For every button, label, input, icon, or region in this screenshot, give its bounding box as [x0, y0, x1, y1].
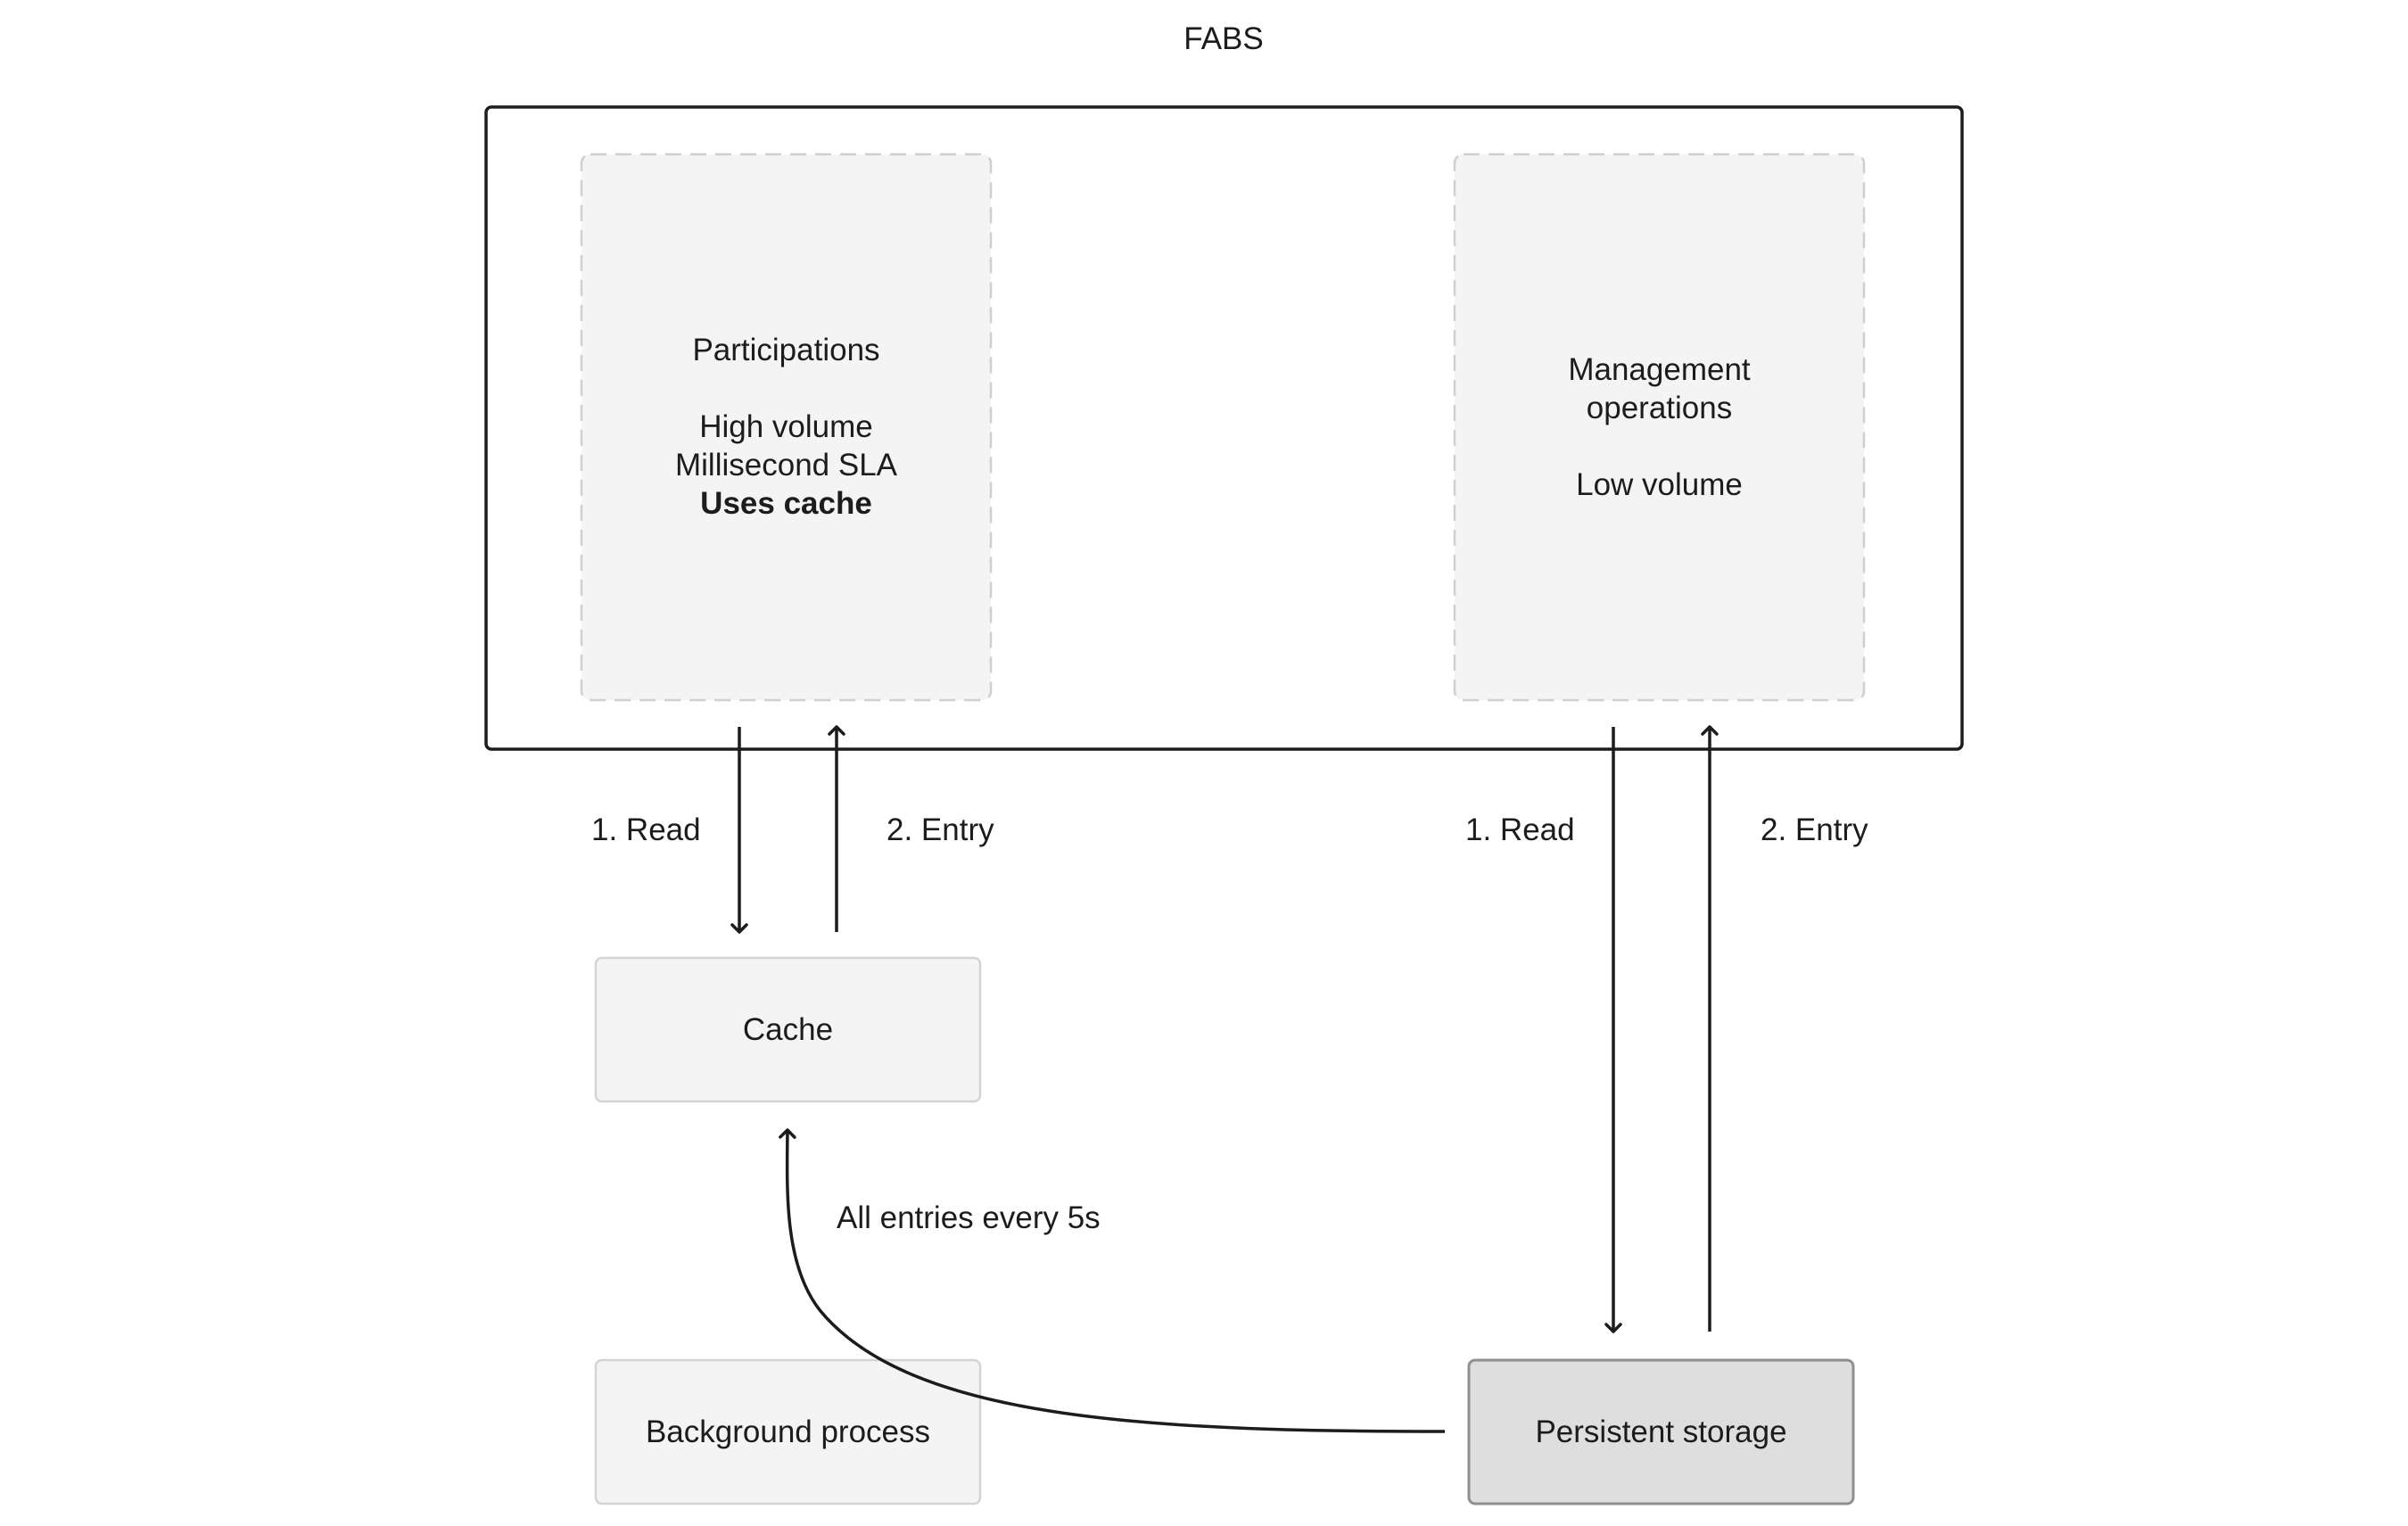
diagram-title: FABS	[1183, 21, 1264, 56]
right-entry-label: 2. Entry	[1761, 812, 1868, 847]
participations-volume: High volume	[699, 409, 873, 444]
cache-box	[594, 956, 982, 1103]
left-entry-label: 2. Entry	[887, 812, 994, 847]
left-read-label: 1. Read	[591, 812, 701, 847]
persistent-storage-box	[1467, 1358, 1855, 1505]
participations-title: Participations	[692, 333, 880, 367]
participations-sla: Millisecond SLA	[675, 448, 897, 483]
management-panel	[1453, 153, 1866, 702]
management-line-1: Management	[1568, 352, 1751, 387]
background-process-box	[594, 1358, 982, 1505]
participations-cache-note: Uses cache	[700, 486, 872, 521]
participations-text: Participations High volume Millisecond S…	[581, 331, 991, 523]
cache-label: Cache	[742, 1012, 834, 1047]
persistent-storage-label: Persistent storage	[1535, 1415, 1787, 1449]
management-line-2: operations	[1586, 391, 1733, 425]
participations-panel	[580, 153, 993, 702]
refresh-label: All entries every 5s	[837, 1200, 1101, 1235]
refresh-curve-arrow	[779, 1128, 1446, 1433]
background-process-label: Background process	[645, 1415, 931, 1449]
right-read-label: 1. Read	[1465, 812, 1575, 847]
management-text: Management operations Low volume	[1455, 351, 1864, 504]
management-volume: Low volume	[1576, 467, 1743, 502]
